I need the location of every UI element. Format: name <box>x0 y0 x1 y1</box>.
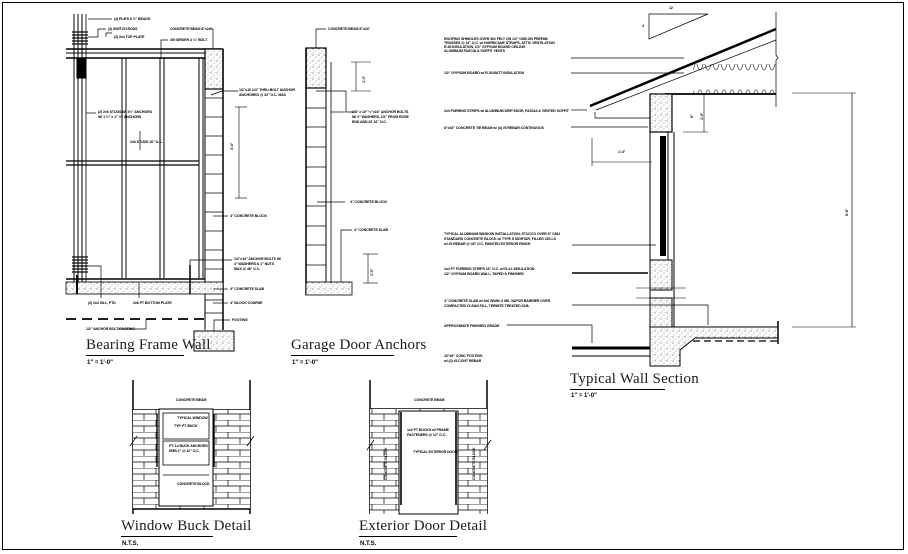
typical-wall-section-drawing <box>507 12 856 367</box>
pitch-run: 12 <box>669 6 673 10</box>
dimension-label: 1'-0" <box>370 268 374 276</box>
note: TYPICAL ALUMINUM WINDOW INSTALLATION, ST… <box>444 232 560 236</box>
note: APPROXIMATE FINISHED GRADE <box>444 324 500 328</box>
title-underline <box>570 389 665 390</box>
note: CONCRETE BEAM 8"x24" <box>170 27 213 31</box>
note: 16"x8" CONC FOOTING <box>444 354 483 358</box>
detail-scale: 1" = 1'-0" <box>292 360 318 366</box>
note: ALUMINUM FASCIA & SOFFIT VENTS <box>444 49 505 53</box>
note: 4" CONCRETE BLOCK <box>230 214 267 218</box>
title-underline <box>121 536 213 537</box>
note: 3/8" x 10" ½"x16" ANCHOR BOLTS <box>352 110 409 114</box>
note: 1/2" ANCHOR BOLT FOOTING <box>86 327 135 331</box>
note: TYP. PT BUCK <box>174 424 198 428</box>
note: 2x4 FURRING STRIPS w/ ALUMINUM DRIP EDGE… <box>444 109 569 113</box>
garage-door-anchors-drawing <box>305 28 378 296</box>
note: (4) PLIES 8 ½" BEADS <box>114 17 151 21</box>
dimension-label: 8" <box>690 114 694 118</box>
pitch-rise: 4 <box>642 24 644 28</box>
note: CONCRETE BEAM 8"x24" <box>328 27 371 31</box>
note: TRUSSES @ 24" O.C. w/ HURRICANE STRAPS, … <box>444 41 555 45</box>
note: ANCHORED @ 32" O.C. MAX <box>239 93 287 97</box>
note: STANDARD CONCRETE BLOCK w/ TYPE S MORTAR… <box>444 237 556 241</box>
dimension-label: 1'-4" <box>618 150 626 154</box>
note: 4" CONCRETE SLAB w/ 6x6 WWM, 6 MIL VAPOR… <box>444 299 551 303</box>
note: (2) 2x4 SILL, PTD <box>88 301 116 305</box>
detail-title-window-buck-detail: Window Buck Detail <box>121 518 252 534</box>
detail-title-exterior-door-detail: Exterior Door Detail <box>359 518 488 534</box>
note: CONCRETE BLOCK <box>177 482 210 486</box>
note: 2x6 STUDS 16" O.C. <box>130 140 163 144</box>
note: TYPICAL EXTERIOR DOOR <box>413 450 458 454</box>
note: 1/2"x10 1/4" THRU-BOLT ANCHOR <box>239 88 295 92</box>
title-underline <box>86 355 184 356</box>
detail-title-typical-wall-section: Typical Wall Section <box>570 371 699 387</box>
detail-title-bearing-frame-wall: Bearing Frame Wall <box>86 337 211 353</box>
note: (2) SWITCH RODS <box>108 27 138 31</box>
note: 1/2" GYPSUM BOARD WALL, TAPED & FINISHED <box>444 272 524 276</box>
note: 4" CONCRETE SLAB <box>230 287 265 291</box>
dimension-label: 1'-0" <box>700 112 704 120</box>
note: (2) 2x4 TOP PLATE <box>114 35 145 39</box>
note: TYPICAL WINDOW <box>177 416 208 420</box>
dimension-label: 3'-4" <box>230 142 234 150</box>
note: 1x2 PT BUCKS w/ FRAME <box>407 428 449 432</box>
note: EMB 2" @ 12" O.C. <box>169 449 200 453</box>
note: 2x6 PT BOTTOM PLATE <box>133 301 172 305</box>
note: FOOTING <box>232 318 248 322</box>
detail-scale: N.T.S. <box>122 541 139 547</box>
note: W/ 2" WASHERS, 1/2" FROM EDGE <box>352 115 409 119</box>
note: CONCRETE BLOCK <box>472 447 476 480</box>
note: 8"x16" CONCRETE TIE BEAM w/ (4) #5 REBAR… <box>444 126 544 130</box>
title-underline <box>291 355 394 356</box>
detail-scale: 1" = 1'-0" <box>87 360 113 366</box>
note: 4" WASHERS & 1" NUTS <box>234 262 274 266</box>
note: W/ 1 ½" x 1" ½" ANCHORS <box>98 115 142 119</box>
detail-scale: 1" = 1'-0" <box>571 393 597 399</box>
note: CONCRETE BEAM <box>414 398 445 402</box>
note: CONCRETE BLOCK <box>384 447 388 480</box>
note: FASTENERS @ 12" O.C. <box>407 433 447 437</box>
note: END AND AT 16" O.C. <box>352 120 387 124</box>
bearing-frame-wall-drawing <box>65 14 247 352</box>
note: MAX @ 48" O.C. <box>234 267 261 271</box>
exterior-door-detail-drawing <box>366 380 492 515</box>
note: w/ #5 REBAR @ 48" O.C. PAINTED EXTERIOR … <box>444 242 531 246</box>
note: CONCRETE BEAM <box>176 398 207 402</box>
detail-title-garage-door-anchors: Garage Door Anchors <box>291 337 427 353</box>
window-buck-detail-drawing <box>129 380 255 514</box>
note: 1/2"x10" ANCHOR BOLTS W/ <box>234 257 281 261</box>
dimension-label: 8'-8" <box>845 208 849 216</box>
detail-scale: N.T.S. <box>360 541 377 547</box>
note: PT. 1x BUCK ANCHORS <box>169 444 208 448</box>
note: 4" CONCRETE SLAB <box>354 228 389 232</box>
note: R-30 INSULATION, 1/2" GYPSUM BOARD CEILI… <box>444 45 526 49</box>
note: 1x4 PT FURRING STRIPS 16" O.C. w/ R-4.1 … <box>444 267 535 271</box>
note: w/ (2) #5 CONT REBAR <box>444 359 482 363</box>
title-underline <box>359 536 457 537</box>
note: 4" CONCRETE BLOCK <box>350 200 387 204</box>
note: COMPACTED CLEAN FILL, TERMITE TREATED SO… <box>444 304 530 308</box>
note: 3/8 GIRDER 4 ¼" BOLT <box>170 38 208 42</box>
note: (2) 2x6 STUDS W/ 1½" ANCHORS <box>98 110 152 114</box>
note: 1/2" GYPSUM BOARD w/ R-30 BATT INSULATIO… <box>444 71 524 75</box>
dimension-label: 1'-0" <box>362 75 366 83</box>
note: 4" BLOCK COURSE <box>230 301 263 305</box>
note: ROOFING SHINGLES OVER 30# FELT ON 1/2" O… <box>444 37 548 41</box>
